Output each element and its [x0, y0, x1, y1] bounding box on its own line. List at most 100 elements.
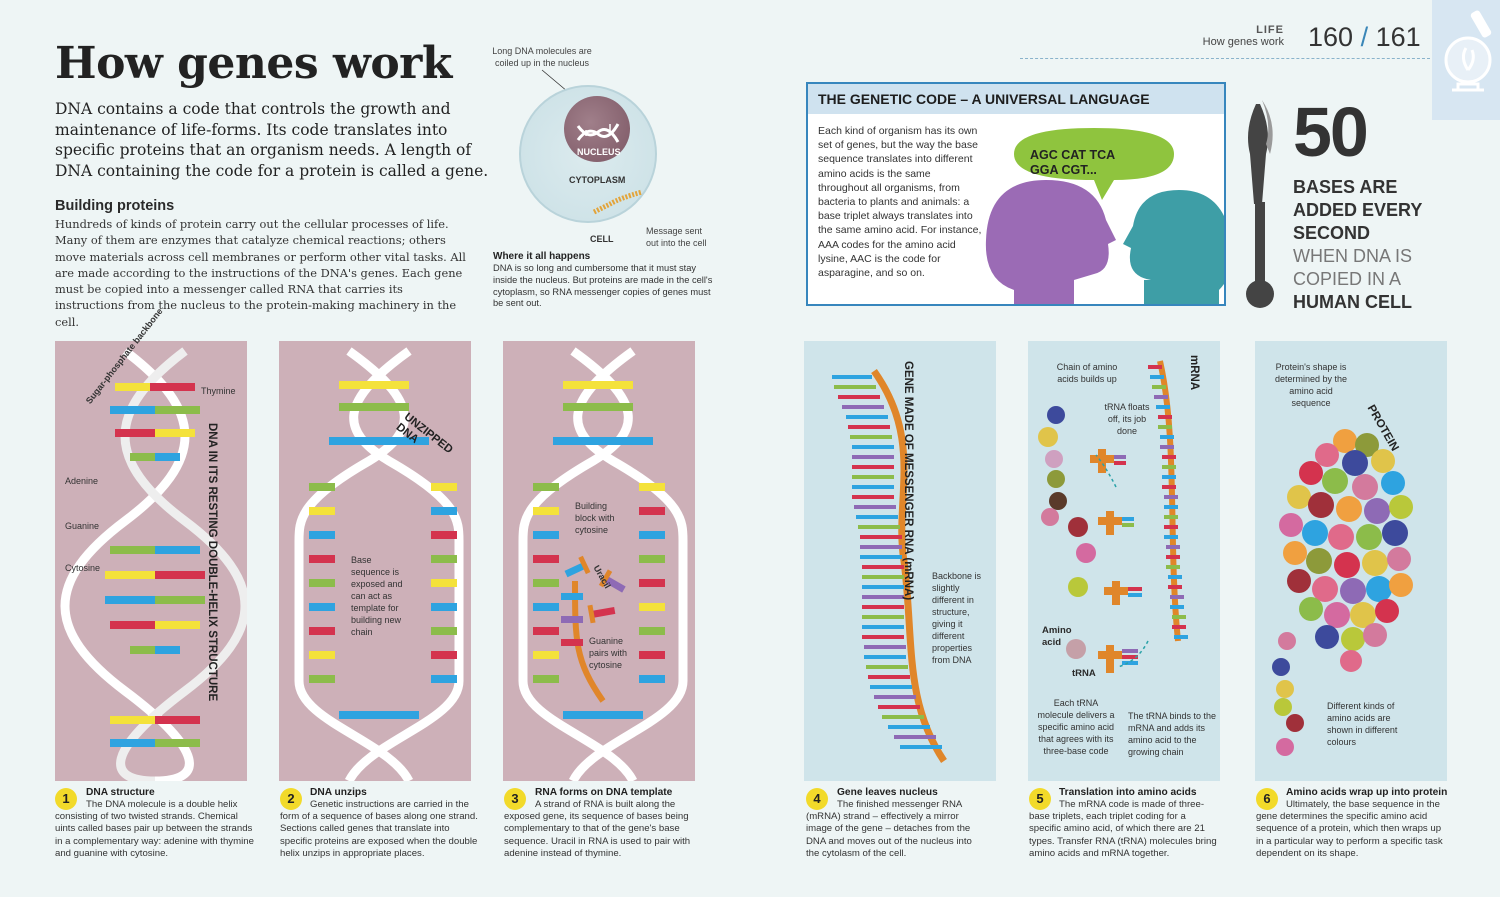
double-helix-illustration: [60, 347, 250, 786]
caption-3-text: A strand of RNA is built along the expos…: [504, 799, 691, 859]
stat-line-1: BASES ARE: [1293, 177, 1398, 197]
genetic-code-heading: THE GENETIC CODE – A UNIVERSAL LANGUAGE: [808, 84, 1224, 114]
stat-line-3: SECOND: [1293, 223, 1371, 243]
label-protein-shape: Protein's shape is determined by the ami…: [1274, 362, 1348, 408]
panel-protein: Protein's shape is determined by the ami…: [1255, 341, 1447, 781]
pipette-icon: [1246, 100, 1274, 308]
mrna-message-icon: [592, 189, 643, 215]
template-bases: [533, 381, 665, 719]
rna-template-illustration: [518, 347, 688, 784]
page-numbers: 160 / 161: [1308, 22, 1421, 53]
panel-dna-unzips: UNZIPPED DNA Base sequence is exposed an…: [279, 341, 471, 784]
unzipped-dna-illustration: [294, 347, 464, 784]
genetic-code-text: Each kind of organism has its own set of…: [818, 125, 982, 280]
panel-gene-leaves: GENE MADE OF MESSENGER RNA (mRNA) Backbo…: [804, 341, 996, 781]
label-chain: Chain of amino acids builds up: [1056, 362, 1118, 384]
label-building-block: Building block with cytosine: [575, 501, 615, 535]
header-rule: [1020, 58, 1430, 59]
where-text: DNA is so long and cumbersome that it mu…: [493, 263, 713, 309]
label-adenine: Adenine: [65, 476, 99, 486]
trna-piece-2: [1098, 511, 1134, 535]
nucleus-label: NUCLEUS: [577, 147, 621, 157]
mrna-bases: [832, 375, 942, 749]
bubble-line-1: AGC CAT TCA: [1030, 148, 1116, 162]
base-pair-rungs: [105, 383, 205, 747]
corner-tab: [1432, 0, 1500, 120]
panel-translation: Chain of amino acids builds up tRNA floa…: [1028, 341, 1220, 781]
section-label: LIFE: [1256, 24, 1284, 36]
page-separator: /: [1360, 22, 1369, 52]
label-resting-structure: DNA IN ITS RESTING DOUBLE-HELIX STRUCTUR…: [206, 423, 218, 702]
panel-dna-structure: Sugar-phosphate backbone Thymine Adenine…: [55, 306, 250, 786]
label-different-kinds: Different kinds of amino acids are shown…: [1327, 701, 1398, 747]
cytoplasm-label: CYTOPLASM: [569, 175, 626, 185]
trna-mrna-bases: [1148, 365, 1188, 639]
stat-line-4: WHEN DNA IS: [1293, 246, 1413, 266]
label-thymine: Thymine: [201, 386, 236, 396]
caption-1-number: 1: [55, 788, 77, 810]
running-head: LIFE How genes work: [1203, 24, 1284, 48]
label-guanine: Guanine: [65, 521, 100, 531]
building-proteins-heading: Building proteins: [55, 198, 175, 214]
bubble-line-2: GGA CGT...: [1030, 163, 1097, 177]
note-long-dna: Long DNA molecules are coiled up in the …: [492, 46, 592, 68]
translation-illustration: [1038, 360, 1188, 673]
caption-5-title: Translation into amino acids: [1059, 787, 1197, 798]
caption-6-text: Ultimately, the base sequence in the gen…: [1256, 799, 1443, 859]
cell-label: CELL: [590, 234, 614, 244]
dna-coil-icon: [576, 123, 620, 143]
stat-line-6: HUMAN CELL: [1293, 292, 1412, 312]
caption-2-text: Genetic instructions are carried in the …: [280, 799, 478, 859]
label-each-trna: Each tRNA molecule delivers a specific a…: [1037, 698, 1115, 756]
amino-tail: [1272, 632, 1304, 756]
label-base-sequence: Base sequence is exposed and can act as …: [351, 555, 403, 637]
page-right: 161: [1375, 22, 1421, 52]
genetic-code-box: THE GENETIC CODE – A UNIVERSAL LANGUAGE …: [806, 82, 1226, 306]
label-guanine-pairs: Guanine pairs with cytosine: [589, 636, 628, 670]
caption-1-text: The DNA molecule is a double helix consi…: [55, 799, 254, 859]
caption-5-text: The mRNA code is made of three-base trip…: [1029, 799, 1217, 859]
trna-piece-3: [1104, 581, 1142, 605]
page-left: 160: [1308, 22, 1354, 52]
caption-4-title: Gene leaves nucleus: [837, 787, 938, 798]
stat-line-2: ADDED EVERY: [1293, 200, 1423, 220]
speech-bubble-text: AGC CAT TCA GGA CGT...: [1030, 148, 1115, 178]
label-trna-binds: The tRNA binds to the mRNA and adds its …: [1128, 711, 1217, 757]
trna-piece-4: [1098, 645, 1138, 673]
intro-text: DNA contains a code that controls the gr…: [55, 100, 489, 180]
speech-bubble-icon: [1014, 128, 1174, 200]
panel-rna-forms: Building block with cytosine Uracil Guan…: [503, 341, 695, 784]
where-title: Where it all happens: [493, 251, 591, 262]
trna-piece-1: [1090, 449, 1126, 473]
stat-line-5: COPIED IN A: [1293, 269, 1402, 289]
purple-head-icon: [985, 180, 1116, 304]
caption-2-number: 2: [280, 788, 302, 810]
exposed-bases: [309, 381, 457, 719]
caption-6-title: Amino acids wrap up into protein: [1286, 787, 1448, 798]
caption-1-title: DNA structure: [86, 787, 155, 798]
label-trna-floats: tRNA floats off, its job done: [1104, 402, 1150, 436]
caption-2-title: DNA unzips: [310, 787, 367, 798]
stat-text: BASES ARE ADDED EVERY SECOND WHEN DNA IS…: [1293, 176, 1473, 314]
amino-acid-chain: [1038, 406, 1096, 659]
teal-head-icon: [1123, 190, 1224, 304]
mrna-strand-illustration: [832, 368, 947, 763]
label-cytosine: Cytosine: [65, 563, 101, 573]
nucleus-illustration: [564, 96, 630, 162]
label-amino-acid: Amino acid: [1042, 625, 1072, 648]
label-backbone-diff: Backbone is slightly different in struct…: [932, 571, 982, 665]
heads-illustration: [985, 128, 1224, 304]
caption-4-text: The finished messenger RNA (mRNA) strand…: [806, 799, 972, 859]
page-title: How genes work: [55, 38, 452, 89]
caption-3-number: 3: [504, 788, 526, 810]
caption-4-number: 4: [806, 788, 828, 810]
protein-illustration: [1272, 429, 1413, 756]
subsection-label: How genes work: [1202, 36, 1284, 48]
caption-5-number: 5: [1029, 788, 1051, 810]
building-proteins-text: Hundreds of kinds of protein carry out t…: [55, 217, 466, 329]
label-mrna-gene: GENE MADE OF MESSENGER RNA (mRNA): [902, 361, 914, 601]
protein-blob: [1279, 429, 1413, 672]
microscope-icon: [1444, 10, 1492, 92]
caption-6-number: 6: [1256, 788, 1278, 810]
stat-number: 50: [1293, 93, 1369, 171]
